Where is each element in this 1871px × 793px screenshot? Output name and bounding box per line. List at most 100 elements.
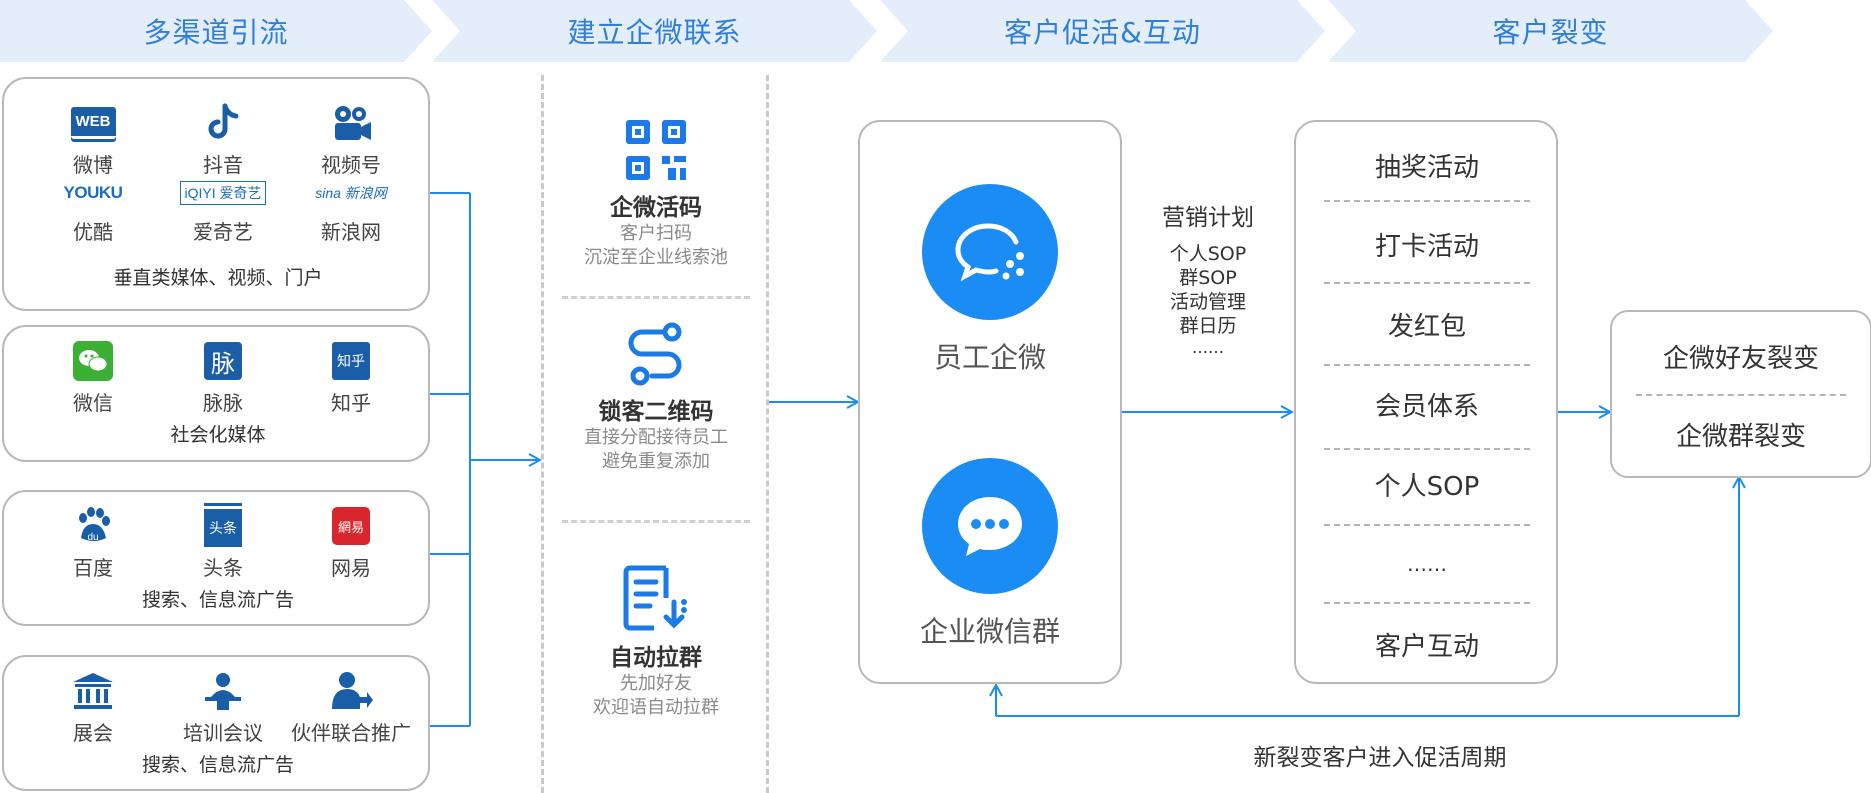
wechat-icon bbox=[69, 341, 117, 381]
channel-label: 展会 bbox=[73, 721, 113, 745]
stage-title: 客户促活&互动 bbox=[1004, 16, 1201, 49]
connect-method-live-code: 企微活码 客户扫码 沉淀至企业线索池 bbox=[548, 118, 764, 270]
channel-group-social: 微信 脉 脉脉 知乎 知乎 社会化媒体 bbox=[2, 325, 430, 462]
channel-label: 伙伴联合推广 bbox=[291, 721, 411, 745]
channel-wechat: 微信 bbox=[38, 341, 148, 416]
exhibition-icon bbox=[69, 671, 117, 711]
connect-method-auto-group: 自动拉群 先加好友 欢迎语自动拉群 bbox=[548, 562, 764, 720]
channel-iqiyi: iQIYI 爱奇艺 爱奇艺 bbox=[168, 181, 278, 245]
plan-item: 活动管理 bbox=[1169, 291, 1246, 313]
channel-training: 培训会议 bbox=[168, 671, 278, 746]
activity-divider bbox=[1324, 200, 1530, 202]
channel-group-search: du 百度 头条 头条 網易 网易 搜索、信息流广告 bbox=[2, 490, 430, 626]
plan-item: 个人SOP bbox=[1169, 243, 1247, 265]
plan-item: 群SOP bbox=[1179, 267, 1237, 289]
fission-item: 企微群裂变 bbox=[1675, 422, 1806, 452]
channel-group-caption: 社会化媒体 bbox=[170, 424, 266, 446]
column-divider-right bbox=[766, 75, 769, 793]
channel-youku: YOUKU 优酷 bbox=[38, 182, 148, 245]
channel-group-caption: 搜索、信息流广告 bbox=[141, 754, 294, 776]
activity-divider bbox=[1324, 524, 1530, 526]
toutiao-icon: 头条 bbox=[199, 505, 247, 547]
channel-group-media: WEB 微博 抖音 视频号 YOUKU 优酷 iQIYI 爱奇艺 爱奇艺 sin… bbox=[2, 77, 430, 311]
method-divider bbox=[562, 296, 750, 299]
activity-divider bbox=[1324, 448, 1530, 450]
iqiyi-icon: iQIYI 爱奇艺 bbox=[178, 181, 268, 205]
channel-label: 百度 bbox=[73, 556, 113, 580]
channel-sina: sina 新浪网 新浪网 bbox=[296, 182, 406, 245]
method-desc: 欢迎语自动拉群 bbox=[593, 697, 719, 718]
channel-label: 新浪网 bbox=[321, 220, 381, 244]
maimai-icon: 脉 bbox=[199, 341, 247, 381]
wecom-chat-icon bbox=[922, 184, 1058, 320]
method-desc: 先加好友 bbox=[620, 673, 692, 694]
channel-label: 知乎 bbox=[331, 391, 371, 415]
method-desc: 直接分配接待员工 bbox=[584, 427, 728, 448]
method-desc: 避免重复添加 bbox=[602, 451, 710, 472]
partner-icon bbox=[327, 671, 375, 711]
svg-text:du: du bbox=[87, 532, 98, 543]
marketing-plan-title: 营销计划 bbox=[1162, 205, 1254, 231]
group-chat-icon bbox=[922, 458, 1058, 594]
youku-icon: YOUKU bbox=[63, 183, 123, 202]
marketing-plan: 营销计划 个人SOP 群SOP 活动管理 群日历 …… bbox=[1140, 198, 1276, 358]
channel-weibo: WEB 微博 bbox=[38, 103, 148, 178]
stage-title: 客户裂变 bbox=[1492, 16, 1609, 49]
channel-label: 微信 bbox=[73, 391, 113, 415]
weibo-web-icon: WEB bbox=[69, 103, 117, 143]
channel-exhibition: 展会 bbox=[38, 671, 148, 746]
channel-label: 脉脉 bbox=[203, 391, 243, 415]
method-title: 锁客二维码 bbox=[598, 399, 714, 425]
activity-divider bbox=[1324, 282, 1530, 284]
channel-label: 爱奇艺 bbox=[193, 220, 253, 244]
channel-label: 视频号 bbox=[321, 153, 381, 177]
channel-toutiao: 头条 头条 bbox=[168, 505, 278, 581]
fission-divider bbox=[1636, 394, 1846, 396]
stage-title: 建立企微联系 bbox=[567, 16, 742, 49]
method-desc: 客户扫码 bbox=[620, 223, 692, 244]
channel-netease: 網易 网易 bbox=[296, 506, 406, 581]
contact-label: 员工企微 bbox=[933, 341, 1046, 374]
route-icon bbox=[624, 322, 688, 386]
activity-item: …… bbox=[1407, 552, 1447, 576]
method-title: 自动拉群 bbox=[610, 645, 702, 671]
channel-channels: 视频号 bbox=[296, 103, 406, 178]
activity-item: 会员体系 bbox=[1374, 392, 1479, 422]
channel-group-caption: 垂直类媒体、视频、门户 bbox=[113, 267, 323, 289]
qrcode-icon bbox=[624, 118, 688, 182]
stage-banner-1: 多渠道引流 bbox=[0, 0, 432, 62]
fission-box: 企微好友裂变 企微群裂变 bbox=[1610, 310, 1871, 478]
channel-label: 头条 bbox=[203, 556, 243, 580]
contact-label: 企业微信群 bbox=[919, 615, 1060, 648]
channel-group-offline: 展会 培训会议 伙伴联合推广 搜索、信息流广告 bbox=[2, 655, 430, 791]
stage-banner-2: 建立企微联系 bbox=[432, 0, 877, 62]
channel-zhihu: 知乎 知乎 bbox=[296, 341, 406, 416]
channel-douyin: 抖音 bbox=[168, 103, 278, 178]
plan-item: …… bbox=[1192, 338, 1224, 357]
activity-divider bbox=[1324, 364, 1530, 366]
activity-item: 抽奖活动 bbox=[1374, 153, 1479, 183]
channels-icon bbox=[327, 103, 375, 143]
douyin-icon bbox=[199, 103, 247, 143]
channel-label: 优酷 bbox=[73, 220, 113, 244]
connect-method-lock-code: 锁客二维码 直接分配接待员工 避免重复添加 bbox=[548, 322, 764, 474]
loop-label: 新裂变客户进入促活周期 bbox=[1253, 745, 1507, 771]
column-divider-left bbox=[541, 75, 544, 793]
stage-title: 多渠道引流 bbox=[143, 16, 289, 49]
sina-icon: sina 新浪网 bbox=[315, 185, 387, 201]
channel-label: 微博 bbox=[73, 153, 113, 177]
channel-label: 网易 bbox=[331, 556, 371, 580]
method-divider bbox=[562, 520, 750, 523]
zhihu-icon: 知乎 bbox=[327, 341, 375, 381]
activity-item: 打卡活动 bbox=[1374, 232, 1479, 262]
baidu-icon: du bbox=[69, 506, 117, 546]
plan-item: 群日历 bbox=[1179, 315, 1237, 337]
training-icon bbox=[199, 671, 247, 711]
document-download-icon bbox=[620, 562, 692, 632]
activity-item: 个人SOP bbox=[1374, 472, 1480, 502]
activity-item: 发红包 bbox=[1387, 312, 1466, 342]
netease-icon: 網易 bbox=[327, 506, 375, 546]
stage-banner-4: 客户裂变 bbox=[1328, 0, 1773, 62]
method-title: 企微活码 bbox=[610, 195, 702, 221]
